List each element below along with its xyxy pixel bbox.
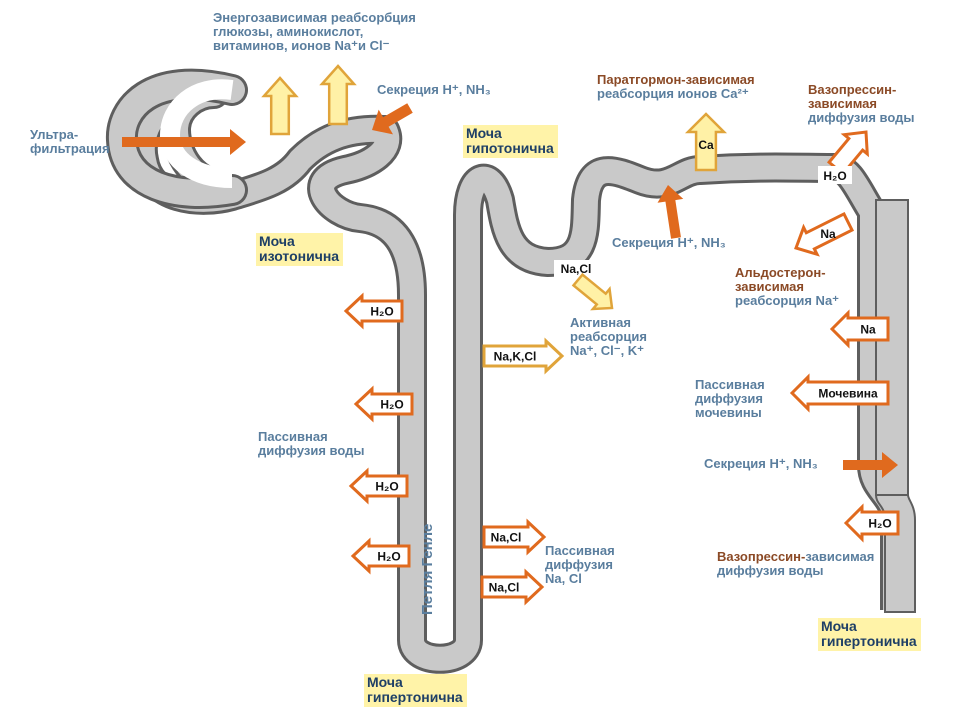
nacl-arrow-1 — [482, 518, 547, 556]
h2o-arrow-2 — [353, 385, 414, 423]
urine-iso-1: Моча — [259, 233, 295, 249]
passive-urea-label: Пассивная диффузия мочевины — [695, 378, 765, 420]
secretion-arrow-3 — [843, 452, 898, 478]
nacl-arrow-2-label: Na,Cl — [489, 581, 520, 595]
secretion-arrow-1 — [372, 103, 413, 135]
h2o-box-top — [818, 166, 852, 184]
active-reabsorption-label: Активная реабсорция Na⁺, Cl⁻, K⁺ — [570, 316, 647, 358]
vasopressin-top-label: Вазопрессин- зависимая диффузия воды — [808, 83, 914, 125]
reabsorption-arrow-2 — [319, 64, 357, 126]
aldo-line-3: реабсорция Na⁺ — [735, 293, 840, 308]
pth-line-2: реабсорция ионов Ca²⁺ — [597, 86, 749, 101]
h2o-arrow-2-label: H₂O — [380, 398, 403, 412]
urine-hypertonic-bottom: Моча гипертонична — [364, 674, 467, 707]
energy-line-3: витаминов, ионов Na⁺и Cl⁻ — [213, 38, 390, 53]
aldosterone-label: Альдостерон- зависимая реабсорция Na⁺ — [735, 266, 839, 308]
ultrafiltration-label: Ультра- фильтрация — [30, 128, 110, 156]
h2o-arrow-3-label: H₂O — [375, 480, 398, 494]
urea-line-1: Пассивная — [695, 377, 765, 392]
urine-hyper-b-2: гипертонична — [367, 689, 463, 705]
secretion-label-2: Секреция H⁺, NH₃ — [612, 235, 726, 250]
urine-isotonic: Моча изотонична — [256, 233, 344, 266]
vasopressin-h2o-arrow-top — [826, 130, 869, 176]
active-line-3: Na⁺, Cl⁻, K⁺ — [570, 343, 645, 358]
passive-water-line-2: диффузия воды — [258, 443, 365, 458]
urine-iso-2: изотонична — [259, 248, 340, 264]
passive-nacl-label: Пассивная диффузия Na, Cl — [545, 544, 615, 586]
aldo-line-1: Альдостерон- — [735, 265, 826, 280]
passive-water-line-1: Пассивная — [258, 429, 328, 444]
aldosterone-na-arrow-label: Na — [820, 227, 836, 241]
nacl-box — [554, 260, 598, 278]
nakcl-arrow — [482, 337, 565, 375]
urine-hypo-2: гипотонична — [466, 140, 554, 156]
passive-nacl-line-1: Пассивная — [545, 543, 615, 558]
h2o-arrow-4 — [350, 537, 411, 575]
vaso-top-line-2: зависимая — [808, 96, 877, 111]
nacl-arrow-2 — [480, 568, 545, 606]
aldo-line-2: зависимая — [735, 279, 804, 294]
vaso-bottom-a: Вазопрессин- — [717, 549, 806, 564]
nacl-box-label: Na,Cl — [561, 262, 592, 276]
urea-line-2: диффузия — [695, 391, 763, 406]
h2o-arrow-3 — [348, 467, 409, 505]
calcium-arrow-label: Ca — [698, 138, 714, 152]
active-line-2: реабсорция — [570, 329, 647, 344]
reabsorption-arrow-1 — [261, 76, 299, 136]
pth-line-1: Паратгормон-зависимая — [597, 72, 755, 87]
urine-hypo-1: Моча — [466, 125, 502, 141]
energy-line-1: Энергозависимая реабсорбция — [213, 10, 416, 25]
nakcl-arrow-label: Na,K,Cl — [494, 350, 537, 364]
passive-water-label: Пассивная диффузия воды — [258, 430, 364, 458]
vaso-bottom-line-1: Вазопрессин-зависимая — [717, 550, 874, 564]
urea-arrow — [789, 373, 890, 413]
h2o-box-top-label: H₂O — [823, 169, 846, 183]
ultra-line-2: фильтрация — [30, 141, 110, 156]
h2o-arrow-duct-label: H₂O — [868, 517, 891, 531]
vaso-bottom-b: зависимая — [805, 549, 875, 564]
active-reabsorption-arrow — [571, 272, 614, 311]
ultrafiltration-arrow — [122, 129, 246, 155]
aldosterone-na-arrow — [794, 211, 855, 257]
ultra-line-1: Ультра- — [30, 127, 79, 142]
h2o-arrow-1-label: H₂O — [370, 305, 393, 319]
urine-hyper-b-1: Моча — [367, 674, 403, 690]
na-arrow — [829, 309, 890, 349]
h2o-arrow-1 — [343, 292, 404, 330]
loop-of-henle-label: Петля Генле — [419, 523, 436, 615]
h2o-arrow-4-label: H₂O — [377, 550, 400, 564]
h2o-arrow-duct — [843, 503, 900, 543]
passive-nacl-line-2: диффузия — [545, 557, 613, 572]
calcium-arrow — [684, 112, 728, 172]
active-line-1: Активная — [570, 315, 631, 330]
pth-label: Паратгормон-зависимая реабсорция ионов C… — [597, 73, 755, 101]
secretion-label-1: Секреция H⁺, NH₃ — [377, 82, 491, 97]
energy-line-2: глюкозы, аминокислот, — [213, 24, 364, 39]
na-arrow-label: Na — [860, 323, 876, 337]
urine-hyper-r-1: Моча — [821, 618, 857, 634]
urea-line-3: мочевины — [695, 405, 762, 420]
urea-arrow-label: Мочевина — [818, 387, 878, 401]
vaso-top-line-1: Вазопрессин- — [808, 82, 897, 97]
vaso-top-line-3: диффузия воды — [808, 110, 915, 125]
urine-hypertonic-right: Моча гипертонична — [818, 618, 921, 651]
passive-nacl-line-3: Na, Cl — [545, 571, 582, 586]
secretion-label-3: Секреция H⁺, NH₃ — [704, 456, 818, 471]
vaso-bottom-line-2: диффузия воды — [717, 563, 824, 578]
secretion-arrow-2 — [657, 185, 684, 239]
nacl-arrow-1-label: Na,Cl — [491, 531, 522, 545]
urine-hyper-r-2: гипертонична — [821, 633, 917, 649]
energy-reabsorption-label: Энергозависимая реабсорбция глюкозы, ами… — [213, 11, 416, 53]
urine-hypotonic: Моча гипотонична — [463, 125, 558, 158]
vasopressin-bottom-label: Вазопрессин-зависимая диффузия воды — [717, 550, 874, 578]
